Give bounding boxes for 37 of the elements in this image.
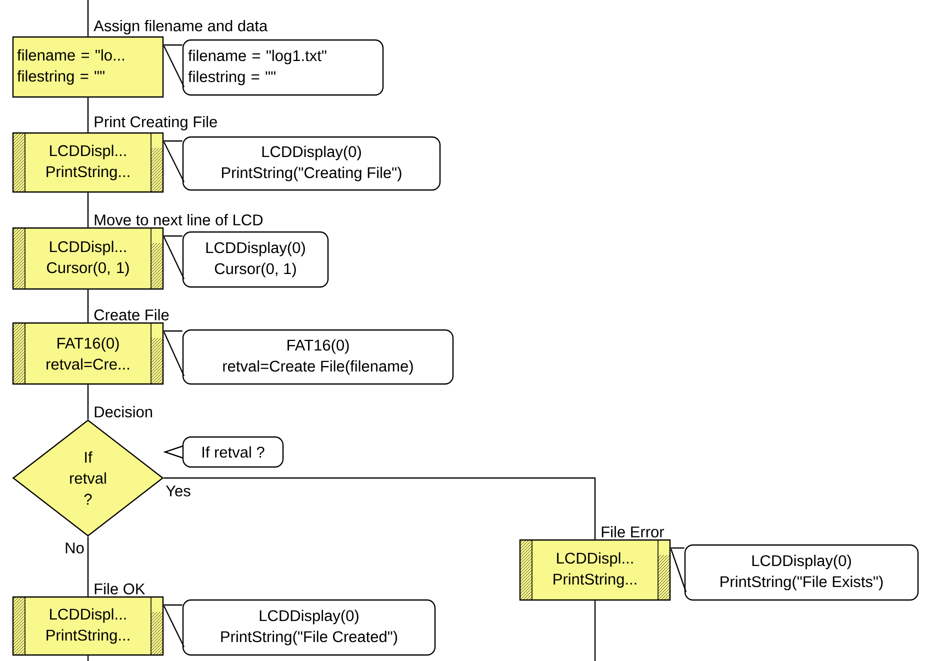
box-heading: File OK [94,583,146,594]
connector-line [87,384,89,420]
connector-line [87,0,89,36]
comment-callout: LCDDisplay(0) PrintString("Creating File") [182,136,441,191]
action-box: filename = "lo... filestring = "" [12,36,164,98]
macro-box: LCDDispl... Cursor(0, 1) [12,227,164,290]
box-heading: Decision [94,406,152,418]
comment-callout: If retval ? [182,436,284,468]
connector-line [164,477,596,540]
edge-label: Yes [164,484,192,498]
comment-callout: FAT16(0) retval=Create File(filename) [182,329,454,385]
connector-line [87,98,89,132]
macro-box: LCDDispl... PrintString... [12,132,164,193]
connector-line [87,656,89,661]
connector-line [87,290,89,322]
edge-label: No [64,542,86,554]
comment-callout: LCDDisplay(0) PrintString("File Created") [182,599,436,656]
comment-callout: LCDDisplay(0) Cursor(0, 1) [182,231,329,288]
macro-box: FAT16(0) retval=Cre... [12,322,164,385]
connector-line [87,192,89,228]
box-heading: Move to next line of LCD [94,214,263,226]
callout-tail [670,547,684,549]
box-heading: Create File [94,309,169,320]
macro-box: LCDDispl... PrintString... [12,596,164,656]
connector-line [87,536,89,596]
callout-tail [164,44,182,46]
callout-tail [164,330,182,332]
macro-box: LCDDispl... PrintString... [519,539,671,601]
box-heading: Assign filename and data [94,20,268,34]
callout-tail [164,604,182,606]
comment-callout: LCDDisplay(0) PrintString("File Exists") [684,544,919,601]
connector-line [594,600,596,661]
callout-tail [164,140,182,142]
box-heading: Print Creating File [94,116,217,130]
callout-tail [164,235,182,237]
comment-callout: filename = "log1.txt" filestring = "" [182,39,384,96]
box-heading: File Error [602,526,664,538]
